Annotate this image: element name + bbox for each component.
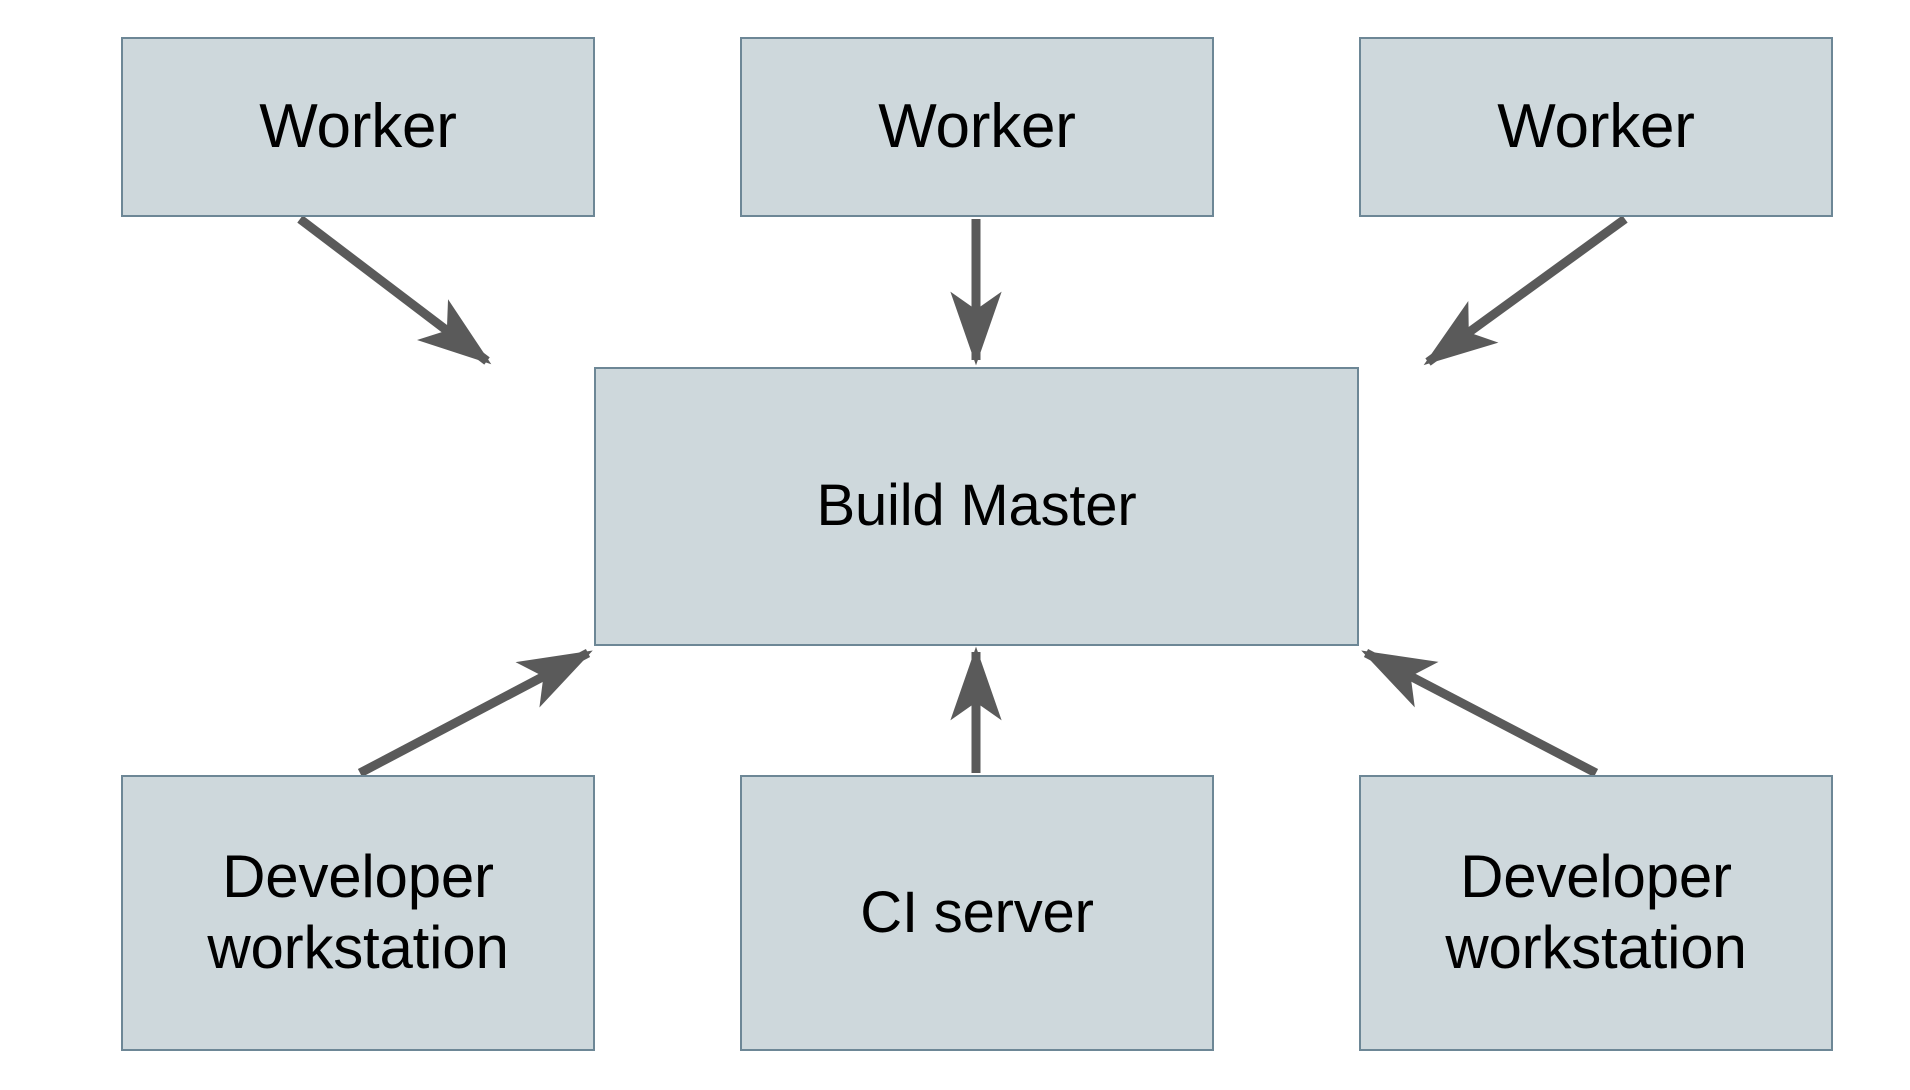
node-worker-2-label: Worker (878, 92, 1076, 162)
node-build-master-label: Build Master (816, 473, 1137, 539)
node-ci-server[interactable]: CI server (740, 775, 1214, 1051)
node-ci-server-label: CI server (860, 879, 1094, 945)
node-worker-3[interactable]: Worker (1359, 37, 1833, 217)
node-worker-1[interactable]: Worker (121, 37, 595, 217)
edge-worker-1-to-build-master (297, 215, 492, 365)
node-developer-workstation-1-label: Developer workstation (207, 843, 509, 981)
node-worker-3-label: Worker (1497, 92, 1695, 162)
node-developer-workstation-2[interactable]: Developer workstation (1359, 775, 1833, 1051)
edge-dev-workstation-1-to-build-master (357, 649, 593, 777)
node-build-master[interactable]: Build Master (594, 367, 1359, 646)
node-worker-1-label: Worker (259, 92, 457, 162)
node-developer-workstation-2-label: Developer workstation (1445, 843, 1747, 981)
node-worker-2[interactable]: Worker (740, 37, 1214, 217)
edge-dev-workstation-2-to-build-master (1361, 649, 1599, 777)
edge-worker-3-to-build-master (1423, 215, 1628, 366)
node-developer-workstation-1[interactable]: Developer workstation (121, 775, 595, 1051)
